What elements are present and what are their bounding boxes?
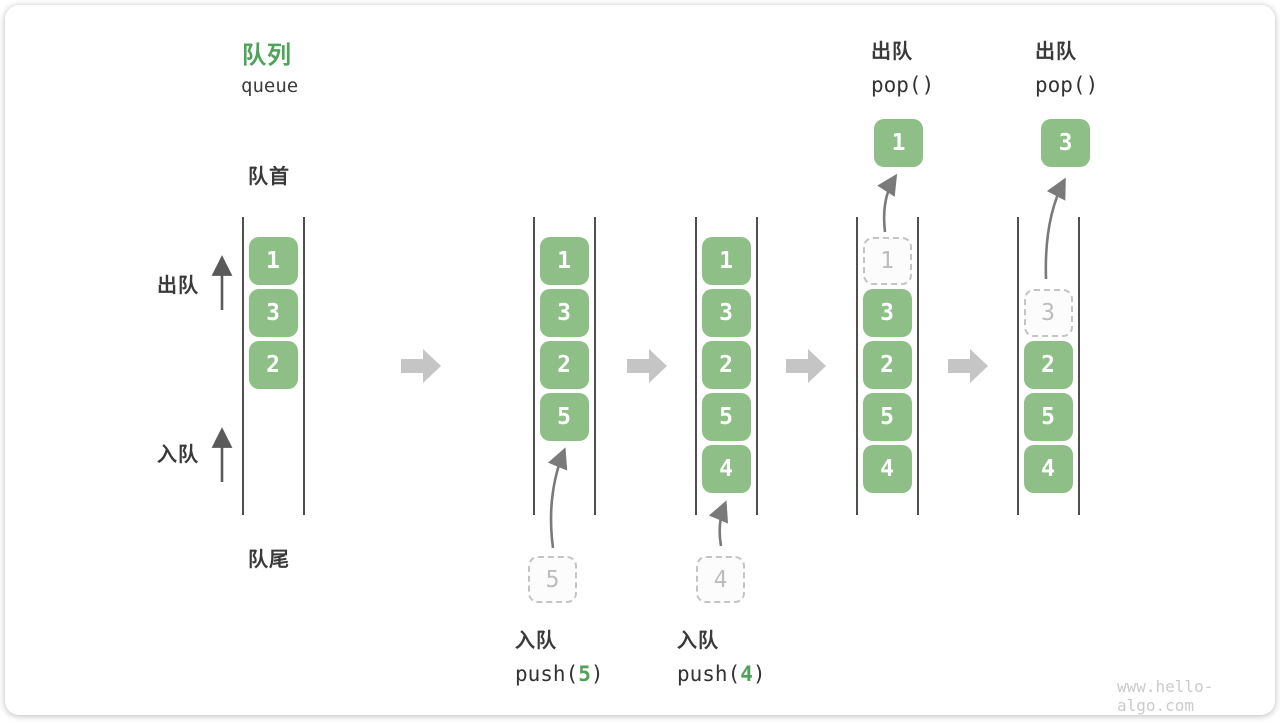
- push-code-suffix: ): [752, 662, 766, 686]
- next-state-arrow-icon: [627, 349, 667, 383]
- diagram-title-en: queue: [241, 75, 299, 97]
- queue-cell: 2: [539, 341, 589, 389]
- pop-code: pop(): [1035, 73, 1099, 97]
- queue-cell: 1: [539, 237, 589, 285]
- push-operation-label-5: 入队 push(5): [515, 624, 604, 686]
- push-code-arg: 5: [578, 662, 591, 686]
- push-operation-label-4: 入队 push(4): [677, 624, 766, 686]
- queue-cell: 5: [539, 393, 589, 441]
- push-title: 入队: [677, 628, 719, 652]
- popped-element-box: 1: [874, 119, 923, 167]
- enqueue-direction-label: 入队: [157, 442, 199, 466]
- push-title: 入队: [515, 628, 557, 652]
- queue-cell: 3: [862, 289, 912, 337]
- staged-element-box: 5: [528, 556, 577, 603]
- queue-cell: 4: [701, 445, 751, 493]
- queue-wall-line: [533, 217, 535, 515]
- popped-element-box: 3: [1041, 119, 1090, 167]
- pop-1-arrow-icon: [877, 173, 898, 233]
- queue-cell: 2: [248, 341, 298, 389]
- next-state-arrow-icon: [401, 349, 441, 383]
- queue-cell: 4: [862, 445, 912, 493]
- pop-title: 出队: [1035, 39, 1077, 63]
- queue-cell: 5: [862, 393, 912, 441]
- queue-cell-ghost: 1: [862, 237, 912, 285]
- pop-3-arrow-icon: [1044, 177, 1066, 280]
- queue-cell: 2: [1023, 341, 1073, 389]
- pop-title: 出队: [871, 39, 913, 63]
- pop-code: pop(): [871, 73, 935, 97]
- push-code-prefix: push(: [515, 662, 579, 686]
- queue-wall-line: [917, 217, 919, 515]
- queue-wall-line: [1017, 217, 1019, 515]
- queue-wall-line: [1078, 217, 1080, 515]
- queue-wall-line: [756, 217, 758, 515]
- queue-rear-label: 队尾: [248, 547, 290, 571]
- next-state-arrow-icon: [948, 349, 988, 383]
- queue-cell: 4: [1023, 445, 1073, 493]
- queue-cell: 2: [701, 341, 751, 389]
- queue-front-label: 队首: [248, 164, 290, 188]
- watermark: www.hello-algo.com: [1117, 677, 1214, 715]
- push-code: push(5): [515, 662, 604, 686]
- next-state-arrow-icon: [786, 349, 826, 383]
- diagram-title-zh: 队列: [242, 41, 292, 69]
- queue-wall-line: [303, 217, 305, 515]
- pop-operation-label-2: 出队 pop(): [1035, 35, 1098, 97]
- pop-operation-label-1: 出队 pop(): [871, 35, 934, 97]
- queue-cell: 5: [701, 393, 751, 441]
- queue-cell: 2: [862, 341, 912, 389]
- queue-cell: 3: [701, 289, 751, 337]
- queue-cell-ghost: 3: [1023, 289, 1073, 337]
- queue-cell: 1: [248, 237, 298, 285]
- dequeue-direction-label: 出队: [157, 273, 199, 297]
- push-4-arrow-icon: [708, 500, 729, 547]
- queue-cell: 1: [701, 237, 751, 285]
- queue-wall-line: [695, 217, 697, 515]
- queue-wall-line: [594, 217, 596, 515]
- push-code-arg: 4: [740, 662, 753, 686]
- push-code-suffix: ): [590, 662, 604, 686]
- queue-wall-line: [856, 217, 858, 515]
- staged-element-box: 4: [696, 556, 745, 603]
- queue-cell: 3: [539, 289, 589, 337]
- push-5-arrow-icon: [547, 447, 568, 549]
- queue-wall-line: [242, 217, 244, 515]
- push-code-prefix: push(: [677, 662, 741, 686]
- push-code: push(4): [677, 662, 766, 686]
- queue-cell: 5: [1023, 393, 1073, 441]
- queue-cell: 3: [248, 289, 298, 337]
